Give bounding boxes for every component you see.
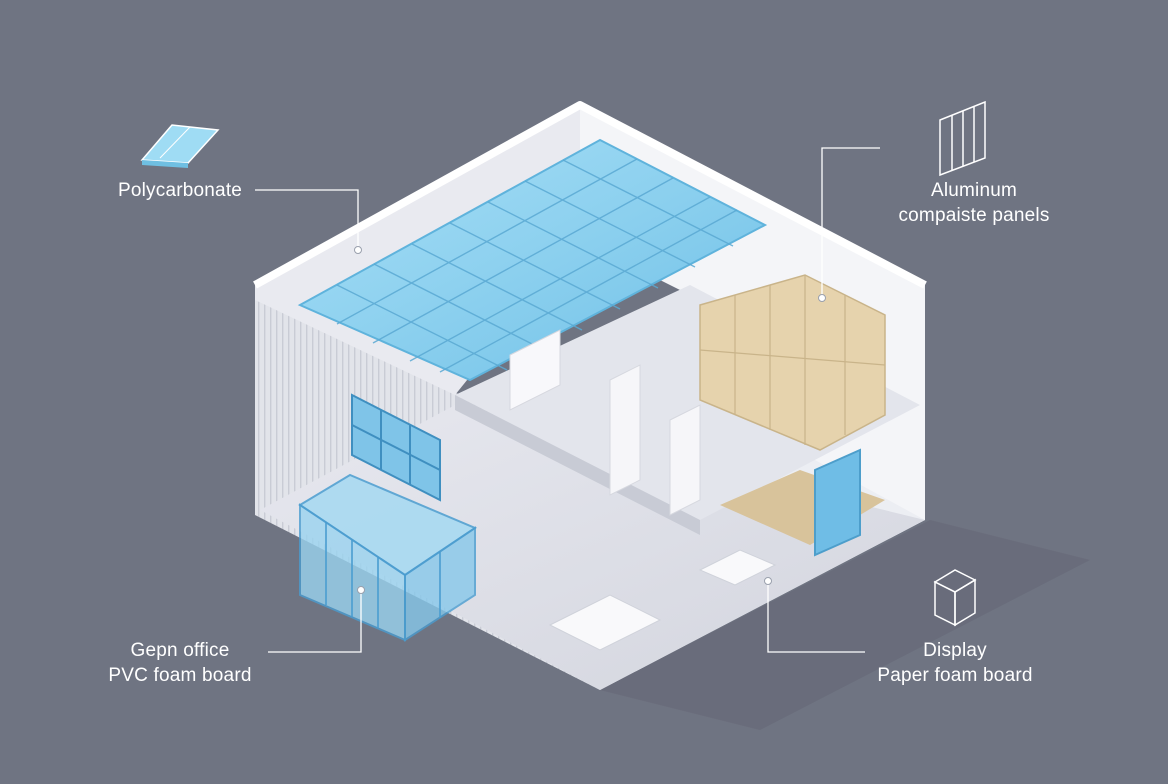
- label-pvc-line2: PVC foam board: [100, 663, 260, 688]
- label-display: Display Paper foam board: [870, 638, 1040, 688]
- aluminum-panels-icon: [940, 102, 985, 175]
- label-aluminum-line1: Aluminum: [885, 178, 1063, 203]
- partition-wall-2: [670, 405, 700, 515]
- label-aluminum: Aluminum compaiste panels: [885, 178, 1063, 228]
- label-polycarbonate: Polycarbonate: [118, 178, 242, 203]
- label-aluminum-line2: compaiste panels: [885, 203, 1063, 228]
- label-display-line2: Paper foam board: [870, 663, 1040, 688]
- label-polycarbonate-line1: Polycarbonate: [118, 178, 242, 203]
- label-pvc: Gepn office PVC foam board: [100, 638, 260, 688]
- polycarbonate-sheet-icon: [142, 125, 218, 168]
- partition-wall-1: [610, 365, 640, 495]
- label-pvc-line1: Gepn office: [100, 638, 260, 663]
- label-display-line1: Display: [870, 638, 1040, 663]
